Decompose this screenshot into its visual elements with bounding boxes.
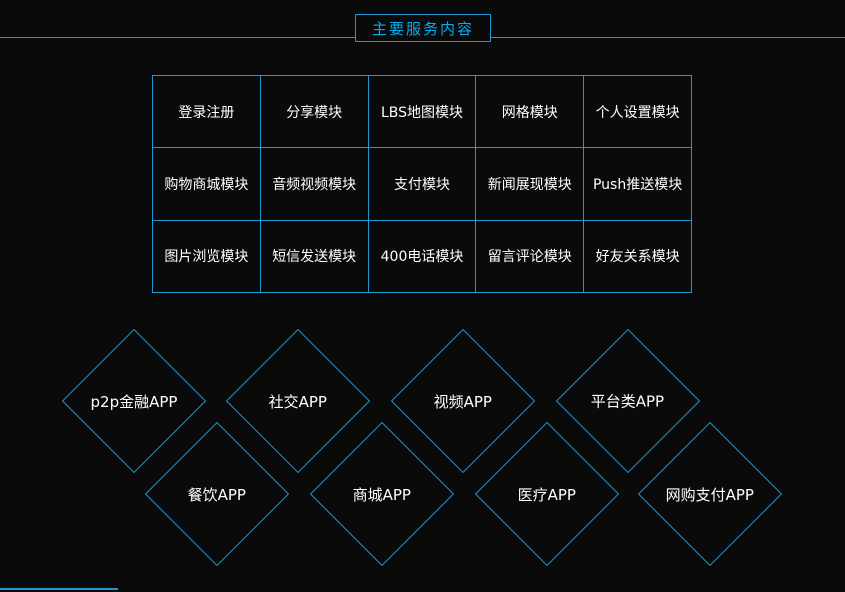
table-row: 购物商城模块 音频视频模块 支付模块 新闻展现模块 Push推送模块: [152, 147, 692, 221]
diamond-label: 平台类APP: [591, 392, 665, 411]
table-cell: 图片浏览模块: [152, 219, 261, 294]
diamond-p2p-finance-app: p2p金融APP: [61, 328, 207, 474]
table-row: 图片浏览模块 短信发送模块 400电话模块 留言评论模块 好友关系模块: [152, 219, 692, 294]
table-cell: 好友关系模块: [583, 219, 692, 294]
diamond-label: 社交APP: [268, 392, 328, 411]
table-row: 登录注册 分享模块 LBS地图模块 网格模块 个人设置模块: [152, 74, 692, 149]
table-cell: 新闻展现模块: [475, 147, 585, 221]
table-cell: Push推送模块: [583, 147, 692, 221]
diamond-online-payment-app: 网购支付APP: [637, 421, 783, 567]
table-cell: 短信发送模块: [259, 219, 369, 294]
page-title: 主要服务内容: [371, 19, 474, 38]
footer-accent-line: [0, 588, 118, 590]
table-cell: 400电话模块: [367, 219, 477, 294]
diamond-label: 餐饮APP: [187, 485, 247, 504]
table-cell: 留言评论模块: [475, 219, 585, 294]
table-cell: 个人设置模块: [583, 74, 692, 149]
diamond-label: 商城APP: [352, 485, 412, 504]
diamond-label: 医疗APP: [517, 485, 577, 504]
diamond-label: 网购支付APP: [665, 485, 755, 504]
page-title-box: 主要服务内容: [355, 14, 491, 42]
table-cell: 登录注册: [152, 74, 261, 149]
diamond-label: 视频APP: [433, 392, 493, 411]
table-cell: 网格模块: [475, 74, 585, 149]
table-cell: 购物商城模块: [152, 147, 261, 221]
service-modules-table: 登录注册 分享模块 LBS地图模块 网格模块 个人设置模块 购物商城模块 音频视…: [152, 74, 692, 294]
diamond-label: p2p金融APP: [90, 392, 178, 411]
table-cell: LBS地图模块: [367, 74, 477, 149]
table-cell: 分享模块: [259, 74, 369, 149]
table-cell: 支付模块: [367, 147, 477, 221]
table-cell: 音频视频模块: [259, 147, 369, 221]
